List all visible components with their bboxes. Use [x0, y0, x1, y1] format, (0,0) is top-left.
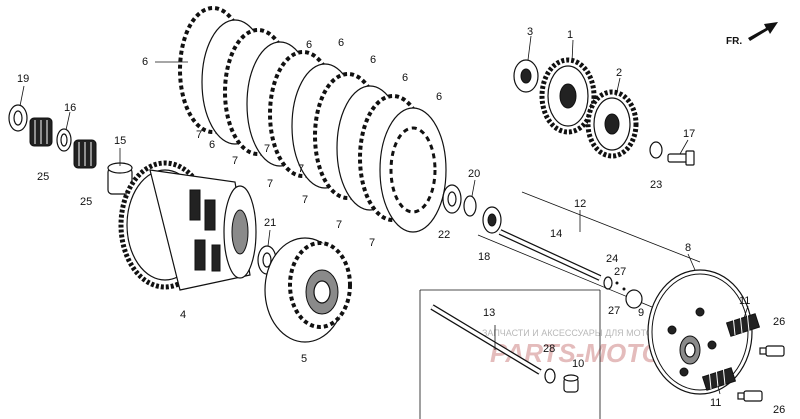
- part-21-washer: [257, 245, 277, 275]
- callout-21: 21: [264, 217, 276, 229]
- watermark-line1: ЗАПЧАСТИ И АКСЕССУАРЫ ДЛЯ МОТОТЕХНИКИ: [482, 328, 695, 338]
- callout-15: 15: [114, 135, 126, 147]
- callout-27: 27: [614, 266, 626, 278]
- front-direction-indicator: FR.: [726, 22, 778, 47]
- callout-20: 20: [468, 168, 480, 180]
- callout-26: 26: [773, 404, 785, 416]
- part-26-bolt-2: [737, 390, 763, 402]
- guide-lines: [419, 191, 701, 419]
- part-11-clutch-spring: [725, 310, 761, 337]
- part-3-bearing: [513, 59, 539, 93]
- part-17-bolt: [667, 150, 695, 166]
- callout-19: 19: [17, 73, 29, 85]
- callout-24: 24: [606, 253, 618, 265]
- callout-25: 25: [37, 171, 49, 183]
- part-14-lifter-rod: [498, 229, 602, 281]
- callout-7: 7: [196, 129, 202, 141]
- callout-1: 1: [567, 29, 573, 41]
- callout-6: 6: [402, 72, 408, 84]
- callout-28: 28: [543, 343, 555, 355]
- callout-13: 13: [483, 307, 495, 319]
- callout-3: 3: [527, 26, 533, 38]
- callout-17: 17: [683, 128, 695, 140]
- callout-2: 2: [616, 67, 622, 79]
- part-15-collar: [107, 162, 133, 195]
- callout-7: 7: [264, 143, 270, 155]
- part-23-washer: [649, 141, 663, 159]
- callout-16: 16: [64, 102, 76, 114]
- part-8-pressure-plate: [647, 269, 753, 395]
- callout-10: 10: [572, 358, 584, 370]
- callout-14: 14: [550, 228, 562, 240]
- part-20-washer: [463, 195, 477, 217]
- part-26-bolt: [759, 345, 785, 357]
- part-22-washer: [442, 184, 462, 214]
- part-11-clutch-spring-2: [701, 364, 737, 391]
- callout-6: 6: [338, 37, 344, 49]
- callout-7: 7: [302, 194, 308, 206]
- part-28-o-ring: [544, 368, 556, 384]
- callout-6: 6: [436, 91, 442, 103]
- callout-25: 25: [80, 196, 92, 208]
- front-arrow-icon: [748, 22, 778, 41]
- part-2-gear: [585, 89, 639, 159]
- callout-6: 6: [370, 54, 376, 66]
- part-10-piece: [563, 374, 579, 393]
- callout-9: 9: [638, 307, 644, 319]
- callout-7: 7: [336, 219, 342, 231]
- part-4-clutch-outer: [118, 160, 257, 291]
- callout-7: 7: [232, 155, 238, 167]
- callout-5: 5: [301, 353, 307, 365]
- callout-7: 7: [267, 178, 273, 190]
- part-25-needle-bearing: [29, 117, 53, 147]
- callout-27: 27: [608, 305, 620, 317]
- callout-8: 8: [685, 242, 691, 254]
- callout-6: 6: [306, 39, 312, 51]
- callout-11: 11: [739, 295, 750, 307]
- lifter-small-parts: [603, 276, 643, 309]
- part-16-washer: [56, 128, 72, 152]
- clutch-plate-stack: [178, 6, 447, 233]
- front-direction-label: FR.: [726, 36, 742, 47]
- callout-11: 11: [710, 397, 721, 409]
- part-25-needle-bearing-2: [73, 139, 97, 169]
- callout-6: 6: [209, 139, 215, 151]
- callout-4: 4: [180, 309, 186, 321]
- callout-12: 12: [574, 198, 586, 210]
- callout-6: 6: [142, 56, 148, 68]
- callout-23: 23: [650, 179, 662, 191]
- callout-26: 26: [773, 316, 785, 328]
- callout-22: 22: [438, 229, 450, 241]
- callout-18: 18: [478, 251, 490, 263]
- callout-7: 7: [369, 237, 375, 249]
- callout-numbers: 1 2 3 4 5 6 6 6 6 6 6 6 7 7 7 7 7 7 7 7 …: [17, 26, 785, 416]
- part-19-washer: [8, 104, 28, 132]
- callout-7: 7: [298, 163, 304, 175]
- part-1-primary-drive-gear: [539, 57, 597, 135]
- part-13-push-rod: [430, 304, 542, 375]
- part-5-clutch-center: [264, 237, 352, 343]
- part-18-bearing: [482, 206, 502, 234]
- leader-lines: [19, 35, 749, 395]
